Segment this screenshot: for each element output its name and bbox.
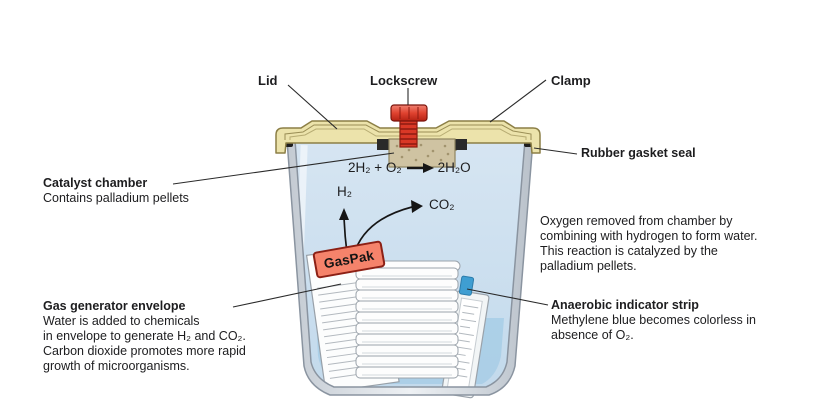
oxygen-note-line: combining with hydrogen to form water.: [540, 229, 758, 243]
gas-generator-title: Gas generator envelope: [43, 299, 186, 313]
lockscrew-label: Lockscrew: [370, 73, 438, 88]
anaerobic-title: Anaerobic indicator strip: [551, 298, 699, 312]
hydrogen-label: H₂: [337, 184, 352, 199]
clamp-label: Clamp: [551, 73, 591, 88]
lid-label: Lid: [258, 73, 278, 88]
gas-generator-line: Water is added to chemicals: [43, 314, 200, 328]
catalyst-chamber-label: Catalyst chamber: [43, 176, 148, 190]
lockscrew: [390, 104, 428, 148]
jar-wall: [286, 139, 534, 396]
gas-generator-line: in envelope to generate H₂ and CO₂.: [43, 329, 246, 343]
equation-left: 2H₂ + O₂: [348, 160, 402, 175]
water-equation: 2H₂ + O₂ 2H₂O: [348, 160, 471, 175]
rubber-gasket-label: Rubber gasket seal: [581, 146, 696, 160]
oxygen-note-line: Oxygen removed from chamber by: [540, 214, 733, 228]
catalyst-chamber-desc: Contains palladium pellets: [43, 191, 189, 205]
gas-generator-line: growth of microorganisms.: [43, 359, 190, 373]
oxygen-note-line: palladium pellets.: [540, 259, 637, 273]
leader-lines: [172, 79, 578, 308]
petri-dish-stack: [351, 260, 461, 379]
anaerobic-line: absence of O₂.: [551, 328, 634, 342]
reaction-arrow-icon: [406, 162, 434, 173]
equation-right: 2H₂O: [437, 160, 471, 175]
methylene-blue-tip: [458, 275, 475, 296]
oxygen-note-line: This reaction is catalyzed by the: [540, 244, 718, 258]
carbon-dioxide-label: CO₂: [429, 197, 455, 212]
anaerobic-line: Methylene blue becomes colorless in: [551, 313, 756, 327]
gas-generator-line: Carbon dioxide promotes more rapid: [43, 344, 246, 358]
